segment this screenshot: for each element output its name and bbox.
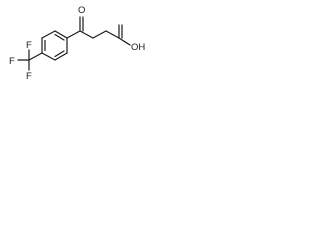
ketone-group: O <box>66 5 85 39</box>
ring-double-bond-1 <box>54 33 65 41</box>
fluorine-left-label: F <box>9 56 15 67</box>
structure-diagram: F F F O OH <box>9 5 145 82</box>
carboxylic-acid-group: OH <box>118 24 145 53</box>
ketone-oxygen-label: O <box>78 5 85 16</box>
ring-bond-1 <box>54 30 68 39</box>
chain-bond-3 <box>105 30 120 39</box>
chain-bond-1 <box>79 30 94 39</box>
fluorine-bottom-label: F <box>26 71 32 82</box>
ring-to-carbonyl-bond <box>66 30 81 39</box>
benzene-ring <box>41 30 68 61</box>
chain-bond-2 <box>92 30 107 39</box>
trifluoromethyl-group: F F F <box>9 40 43 82</box>
acid-oh-bond <box>118 37 131 46</box>
ring-to-cf3-bond <box>28 52 43 61</box>
fluorine-top-label: F <box>26 40 32 51</box>
ring-bond-2 <box>41 30 56 39</box>
ring-double-bond-3 <box>54 50 65 58</box>
ring-bond-4 <box>41 52 56 61</box>
hydroxyl-label: OH <box>131 42 145 53</box>
ring-bond-5 <box>54 52 68 61</box>
alkyl-chain <box>79 30 120 39</box>
